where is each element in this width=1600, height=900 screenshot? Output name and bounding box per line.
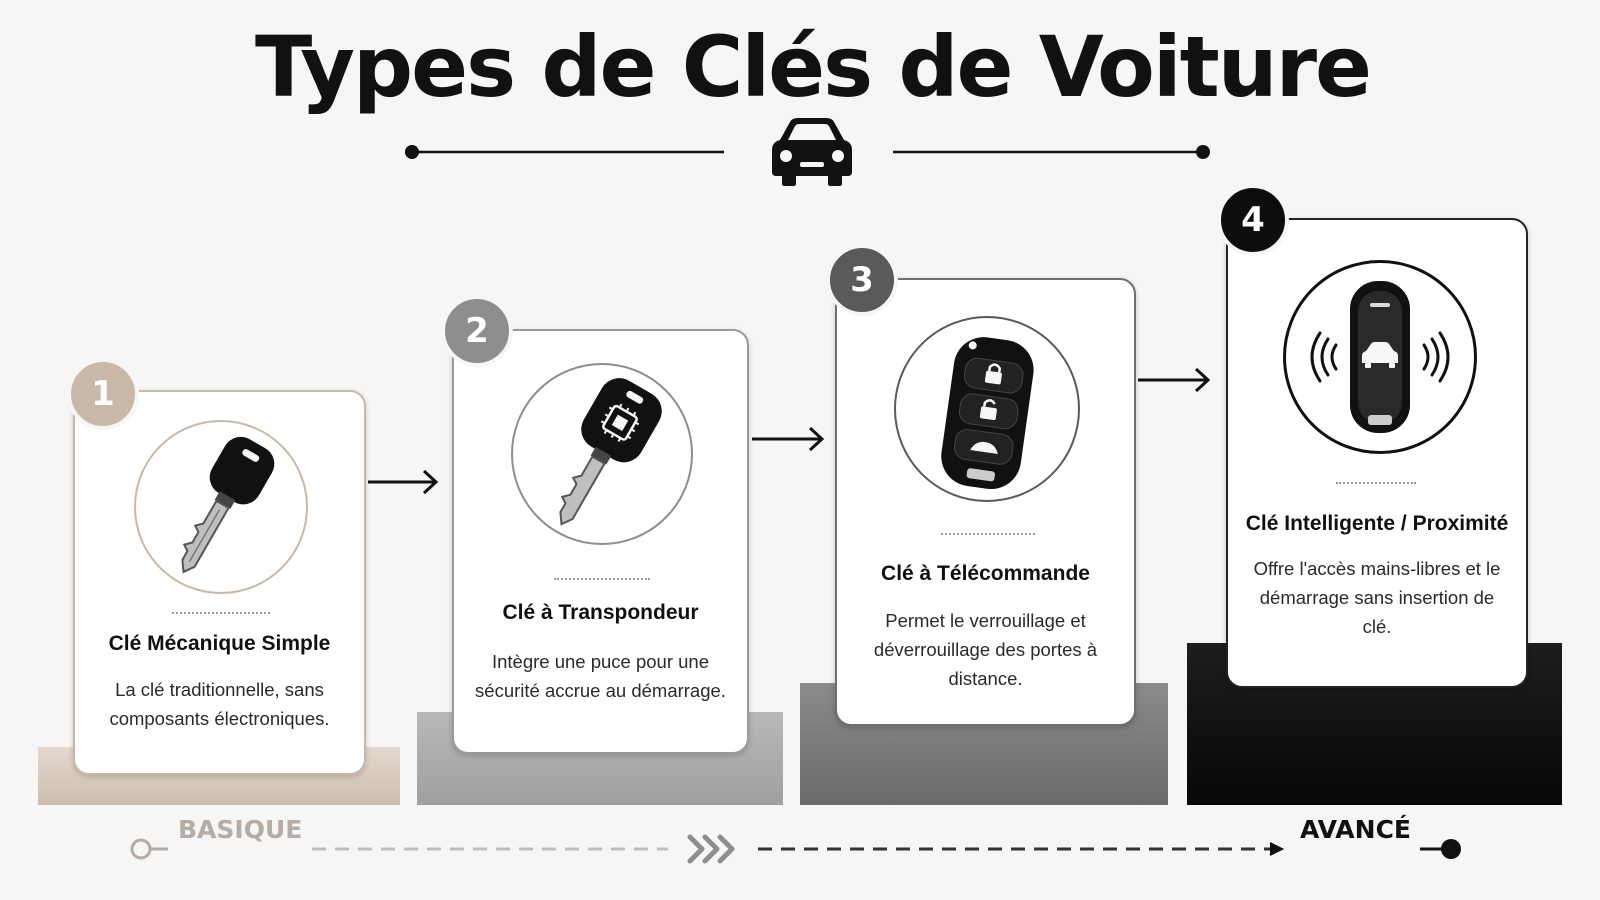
remote-key-fob-icon (941, 337, 1034, 490)
step-card-4: Clé Intelligente / Proximité Offre l'acc… (1226, 218, 1528, 688)
step-3-description: Permet le verrouillage et déverrouillage… (873, 610, 1098, 689)
connector-arrow-3-4 (1138, 367, 1211, 393)
step-2-number-badge: 2 (441, 295, 513, 367)
trunk-icon (970, 441, 998, 454)
step-2-title: Clé à Transpondeur (502, 601, 699, 624)
title-divider (405, 145, 1210, 159)
connector-arrow-2-3 (752, 426, 825, 452)
scale-end-label: AVANCÉ (1300, 815, 1411, 844)
car-icon (1362, 342, 1398, 368)
step-4-description: Offre l'accès mains-libres et le démarra… (1253, 558, 1501, 637)
lock-icon (984, 363, 1002, 385)
step-1-divider (172, 612, 270, 614)
step-card-1: Clé Mécanique Simple La clé traditionnel… (73, 390, 366, 775)
step-1-title: Clé Mécanique Simple (108, 632, 331, 655)
transponder-key-icon (559, 378, 662, 526)
smart-key-icon (1310, 281, 1450, 433)
unlock-icon (979, 399, 997, 421)
scale-start-label: BASIQUE (178, 815, 303, 844)
step-4-title: Clé Intelligente / Proximité (1245, 512, 1509, 535)
step-2-description: Intègre une puce pour une sécurité accru… (475, 651, 726, 701)
connector-arrow-1-2 (368, 469, 439, 495)
car-icon (772, 118, 852, 186)
step-3-title: Clé à Télécommande (881, 562, 1090, 585)
page-title: Types de Clés de Voiture (254, 18, 1372, 116)
step-4-icon-frame (1283, 260, 1477, 454)
progression-scale (130, 834, 1461, 864)
signal-waves-icon (1310, 331, 1450, 383)
step-card-2: Clé à Transpondeur Intègre une puce pour… (452, 329, 749, 754)
step-4-divider (1336, 482, 1416, 484)
chevrons-forward-icon (687, 834, 735, 864)
step-1-description: La clé traditionnelle, sans composants é… (109, 679, 330, 729)
step-4-number-badge: 4 (1217, 184, 1289, 256)
step-1-icon-frame (134, 420, 308, 594)
step-3-icon-frame (894, 316, 1080, 502)
mechanical-key-icon (181, 436, 275, 574)
step-3-number-badge: 3 (826, 244, 898, 316)
step-2-divider (554, 578, 650, 580)
step-2-icon-frame (511, 363, 693, 545)
step-3-divider (941, 533, 1035, 535)
step-1-number-badge: 1 (67, 358, 139, 430)
step-card-3: Clé à Télécommande Permet le verrouillag… (835, 278, 1136, 726)
